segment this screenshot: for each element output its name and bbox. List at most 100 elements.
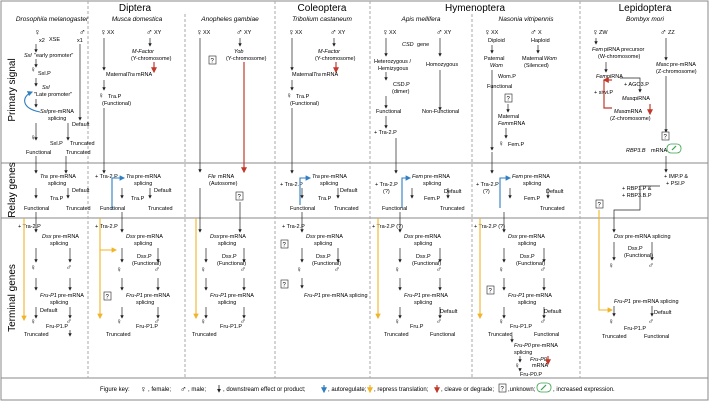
svg-text:Fru-P1: Fru-P1 <box>404 293 421 299</box>
svg-text:Truncated: Truncated <box>106 332 131 338</box>
svg-text:♂: ♂ <box>330 27 337 37</box>
svg-text:(Autosome): (Autosome) <box>209 181 238 187</box>
svg-text:(Functional): (Functional) <box>624 253 653 259</box>
row-label-terminal: Terminal genes <box>7 264 18 332</box>
svg-text:♀: ♀ <box>498 265 504 274</box>
svg-text:♂: ♂ <box>436 317 442 326</box>
svg-text:RBP3.B: RBP3.B <box>626 148 646 154</box>
svg-text:ZZ: ZZ <box>668 30 675 36</box>
svg-text:splicing: splicing <box>50 300 68 306</box>
species-bombyx: Bombyx mori <box>626 16 664 23</box>
species-anopheles: Anopheles gambiae <box>200 16 259 23</box>
svg-text:(Z-chromosome): (Z-chromosome) <box>656 69 697 75</box>
svg-text:♂: ♂ <box>540 317 546 326</box>
svg-text:mRNA: mRNA <box>218 174 235 180</box>
order-coleoptera: Coleoptera <box>298 3 347 14</box>
svg-text:CSD: CSD <box>402 42 414 48</box>
svg-text:pre-mRNA: pre-mRNA <box>220 234 246 240</box>
svg-text:+ Tra-2.P: + Tra-2.P <box>95 174 118 180</box>
svg-text:(Functional): (Functional) <box>312 261 341 267</box>
svg-text:Fru-P0: Fru-P0 <box>530 357 548 363</box>
svg-text:+ Tra-2.P: + Tra-2.P <box>476 182 499 188</box>
svg-text:x1: x1 <box>77 38 83 44</box>
key-unknown: ,unknown; <box>508 387 536 393</box>
svg-text:ZW: ZW <box>599 30 608 36</box>
svg-text:pre-mRNA: pre-mRNA <box>53 234 79 240</box>
species-musca: Musca domestica <box>112 16 163 23</box>
svg-text:Truncated: Truncated <box>66 150 91 156</box>
svg-text:X: X <box>538 30 542 36</box>
svg-text:Truncated: Truncated <box>66 206 91 212</box>
svg-text:Sxl: Sxl <box>42 85 50 91</box>
svg-text:♂: ♂ <box>236 27 243 37</box>
key-increase: , increased expression. <box>553 387 615 393</box>
svg-text:pre-mRNA: pre-mRNA <box>532 343 558 349</box>
key-male: , male; <box>188 387 206 393</box>
svg-text:pre-mRNA: pre-mRNA <box>321 174 347 180</box>
key-female-sym: ♀ <box>140 384 147 394</box>
svg-text:Functional: Functional <box>382 206 407 212</box>
svg-text:Haploid: Haploid <box>531 38 550 44</box>
svg-text:(Silenced): (Silenced) <box>524 63 549 69</box>
svg-text:+ RBP3.B.P: + RBP3.B.P <box>622 193 652 199</box>
svg-text:Default: Default <box>340 188 358 194</box>
svg-text:XX: XX <box>107 30 115 36</box>
row-label-relay: Relay genes <box>7 162 18 218</box>
svg-text:♀: ♀ <box>196 27 203 37</box>
svg-text:♂: ♂ <box>648 261 654 270</box>
svg-text:+ Tra-2.P: + Tra-2.P <box>280 182 303 188</box>
svg-text:pre-mRNA: pre-mRNA <box>524 174 550 180</box>
svg-text:Default: Default <box>544 309 562 315</box>
svg-text:pre-mRNA: pre-mRNA <box>50 174 76 180</box>
svg-text:Paternal: Paternal <box>484 56 505 62</box>
svg-text:XY: XY <box>244 30 252 36</box>
svg-text:Truncated: Truncated <box>334 206 359 212</box>
species-drosophila: Drosophila melanogaster <box>16 16 89 23</box>
svg-text:Default: Default <box>440 309 458 315</box>
species-tribolium: Tribolium castaneum <box>292 16 352 23</box>
svg-text:XX: XX <box>389 30 397 36</box>
svg-text:Non-Functional: Non-Functional <box>422 109 459 115</box>
svg-text:Fru-P0.P: Fru-P0.P <box>520 372 542 378</box>
svg-text:CSD.P: CSD.P <box>393 82 410 88</box>
svg-text:Functional: Functional <box>100 206 125 212</box>
svg-text:♂: ♂ <box>540 265 546 274</box>
svg-text:+ Tra-2.P: + Tra-2.P <box>18 224 41 230</box>
svg-text:?: ? <box>598 203 602 209</box>
svg-text:Functional: Functional <box>24 206 49 212</box>
svg-text:♂: ♂ <box>146 27 153 37</box>
svg-text:Functional: Functional <box>26 150 51 156</box>
svg-text:♂: ♂ <box>660 27 667 37</box>
species-apis: Apis mellifera <box>400 16 440 23</box>
order-lepidoptera: Lepidoptera <box>619 3 672 14</box>
svg-text:Masc: Masc <box>656 62 669 68</box>
svg-text:XY: XY <box>338 30 346 36</box>
svg-text:♀: ♀ <box>30 263 36 272</box>
svg-text:mRNA: mRNA <box>509 121 526 127</box>
svg-text:pre-mRNA: pre-mRNA <box>135 174 161 180</box>
svg-text:pre-mRNA: pre-mRNA <box>424 174 450 180</box>
svg-text:♀: ♀ <box>514 361 520 370</box>
key-cleave: , cleave or degrade; <box>441 387 494 393</box>
svg-text:Yob: Yob <box>234 49 243 55</box>
svg-text:pre-mRNA: pre-mRNA <box>58 293 84 299</box>
svg-text:♂: ♂ <box>66 317 72 326</box>
svg-text:Homozygous: Homozygous <box>426 62 458 68</box>
svg-text:Maternal: Maternal <box>498 114 519 120</box>
svg-text:+ PSI.P: + PSI.P <box>666 181 685 187</box>
svg-text:Fem: Fem <box>412 174 423 180</box>
svg-text:XX: XX <box>491 30 499 36</box>
svg-text:Dsx.P: Dsx.P <box>137 254 152 260</box>
svg-text:Masc: Masc <box>622 96 635 102</box>
svg-text:mRNA: mRNA <box>626 109 643 115</box>
row-label-primary: Primary signal <box>7 58 18 121</box>
svg-text:♀: ♀ <box>116 265 122 274</box>
svg-text:splicing: splicing <box>134 241 152 247</box>
svg-text:♀: ♀ <box>30 133 36 142</box>
svg-text:mRNA: mRNA <box>651 148 668 154</box>
svg-text:Dsx: Dsx <box>508 234 518 240</box>
svg-text:♀: ♀ <box>200 265 206 274</box>
svg-text:♂: ♂ <box>154 265 160 274</box>
svg-text:Dsx.P: Dsx.P <box>416 254 431 260</box>
